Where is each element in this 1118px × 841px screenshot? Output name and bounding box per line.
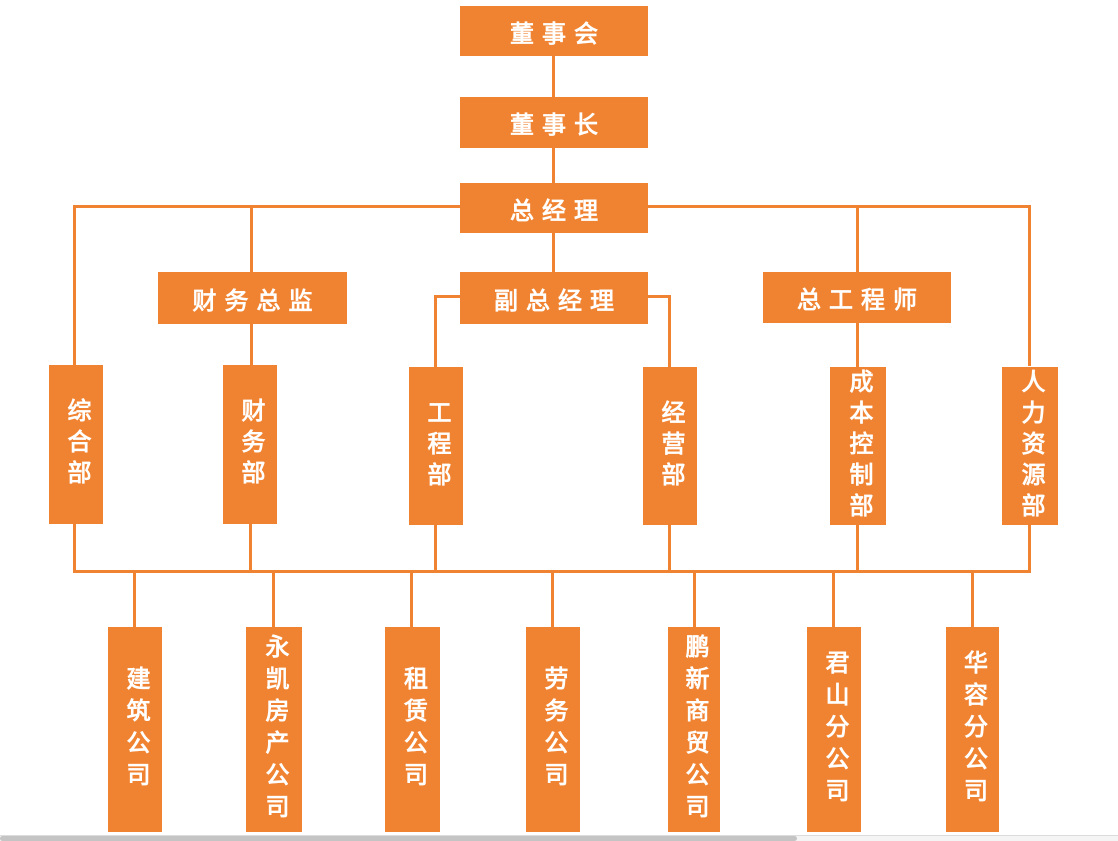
- horizontal-scrollbar[interactable]: [0, 835, 1118, 841]
- connector-line: [971, 570, 974, 627]
- connector-line: [856, 323, 859, 367]
- company-label: 鹏新商贸公司: [681, 633, 708, 826]
- node-dept-operations: 经营部: [643, 367, 697, 525]
- connector-line: [133, 570, 136, 627]
- node-company-leasing: 租赁公司: [385, 627, 440, 832]
- connector-line: [647, 295, 671, 298]
- connector-line: [551, 570, 554, 627]
- node-company-junshan-branch: 君山分公司: [807, 627, 861, 832]
- node-dept-cost-control: 成本控制部: [830, 367, 886, 525]
- dept-label: 经营部: [657, 399, 684, 493]
- connector-line: [856, 524, 859, 571]
- connector-line: [1028, 524, 1031, 571]
- node-finance-director: 财务总监: [158, 272, 347, 324]
- dept-label: 综合部: [63, 398, 90, 491]
- dept-label: 人力资源部: [1017, 368, 1044, 524]
- node-company-huarong-branch: 华容分公司: [946, 627, 999, 832]
- connector-line: [250, 324, 253, 366]
- node-dept-general-affairs: 综合部: [49, 365, 103, 524]
- connector-line: [552, 56, 555, 97]
- node-company-pengxin-trading: 鹏新商贸公司: [668, 627, 720, 832]
- node-board-of-directors: 董事会: [460, 6, 648, 56]
- connector-line: [668, 295, 671, 367]
- dept-label: 工程部: [423, 399, 450, 493]
- dept-label: 成本控制部: [845, 368, 872, 524]
- connector-line: [552, 233, 555, 272]
- node-company-labor-services: 劳务公司: [526, 627, 580, 832]
- company-label: 建筑公司: [122, 665, 149, 794]
- connector-line: [693, 570, 696, 627]
- node-chairman: 董事长: [460, 97, 648, 148]
- connector-line: [410, 570, 413, 627]
- node-dept-engineering: 工程部: [409, 367, 463, 525]
- connector-line: [856, 205, 859, 272]
- dept-label: 财务部: [237, 398, 264, 491]
- node-dept-finance: 财务部: [223, 365, 277, 524]
- company-label: 永凯房产公司: [261, 633, 288, 826]
- node-deputy-general-manager: 副总经理: [460, 272, 648, 324]
- connector-line: [272, 570, 275, 627]
- company-label: 君山分公司: [821, 649, 848, 810]
- connector-line: [250, 205, 253, 272]
- connector-line: [434, 524, 437, 571]
- connector-line: [1028, 205, 1031, 366]
- connector-line: [434, 295, 437, 367]
- connector-line: [73, 523, 76, 571]
- connector-line: [249, 523, 252, 571]
- node-chief-engineer: 总工程师: [763, 272, 951, 323]
- node-company-yongkai-real-estate: 永凯房产公司: [246, 627, 302, 832]
- connector-line: [668, 524, 671, 571]
- horizontal-scrollbar-thumb[interactable]: [0, 836, 797, 841]
- connector-line: [73, 205, 76, 366]
- node-dept-human-resources: 人力资源部: [1002, 367, 1058, 525]
- connector-line: [552, 148, 555, 183]
- node-general-manager: 总经理: [460, 183, 648, 233]
- company-label: 华容分公司: [959, 649, 987, 810]
- connector-line: [434, 295, 460, 298]
- connector-line: [832, 570, 835, 627]
- company-label: 租赁公司: [399, 665, 427, 794]
- node-company-construction: 建筑公司: [108, 627, 162, 832]
- company-label: 劳务公司: [540, 665, 567, 794]
